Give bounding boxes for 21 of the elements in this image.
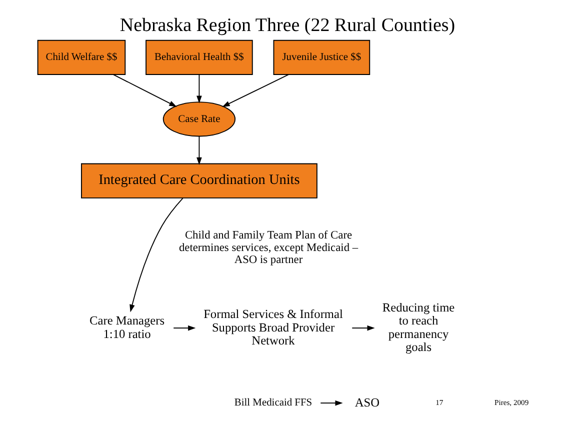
node-text: ASO [354,395,380,410]
node-text: Reducing time to reach permanency goals [382,300,454,354]
node-text: Care Managers 1:10 ratio [89,314,164,341]
arrow [112,74,176,107]
arrow [172,325,196,331]
node-box: Juvenile Justice $$ [272,40,370,75]
label: Child and Family Team Plan of Care determines services, except Medicaid – ASO is partner [178,229,358,266]
arrow [222,74,289,107]
node-box: Behavioral Health $$ [145,40,252,75]
arrow [351,325,374,331]
label: 17 [435,398,443,407]
node-text: Formal Services & Informal Supports Broad Provider Network [203,306,342,348]
node-box: Integrated Care Coordination Units [80,163,317,198]
arrow [196,136,202,166]
arrow [129,198,183,312]
node-box: Child Welfare $$ [36,40,126,75]
node-text: Bill Medicaid FFS [234,398,312,409]
arrow [196,74,202,104]
arrow [320,400,342,406]
diagram-title: Nebraska Region Three (22 Rural Counties) [119,14,455,36]
label: Pires, 2009 [494,398,528,407]
